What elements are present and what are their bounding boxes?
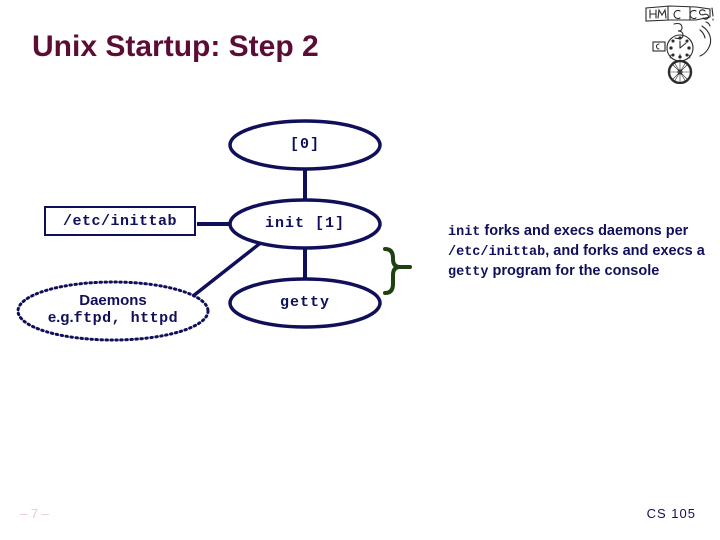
node-zero-label: [0]	[289, 136, 320, 153]
description-inittab-token: /etc/inittab	[448, 244, 546, 260]
node-getty-label: getty	[279, 294, 330, 311]
page-title: Unix Startup: Step 2	[32, 30, 319, 63]
description-getty-token: getty	[448, 264, 489, 280]
description-segment-2: , and forks and execs a	[545, 242, 705, 259]
daemons-title: Daemons	[79, 292, 147, 309]
daemons-prefix: e.g.	[47, 309, 74, 327]
description-text: init forks and execs daemons per /etc/in…	[448, 222, 708, 281]
description-segment-3: program for the console	[488, 262, 660, 279]
description-init-token: init	[448, 225, 481, 240]
node-daemons-text: Daemons e.g.ftpd, httpd	[18, 292, 208, 328]
hmc-cs-sketch-logo	[640, 0, 720, 84]
page-number: – 7 –	[20, 506, 49, 521]
node-inittab-label: /etc/inittab	[62, 212, 178, 230]
node-init-label: init [1]	[264, 215, 345, 232]
node-inittab-box[interactable]: /etc/inittab	[44, 206, 196, 236]
daemons-example-list: ftpd, httpd	[73, 310, 179, 328]
description-segment-1: forks and execs daemons per	[480, 223, 689, 239]
daemons-examples: e.g.ftpd, httpd	[18, 309, 208, 327]
grouping-brace	[383, 247, 412, 295]
course-label: CS 105	[646, 506, 696, 521]
